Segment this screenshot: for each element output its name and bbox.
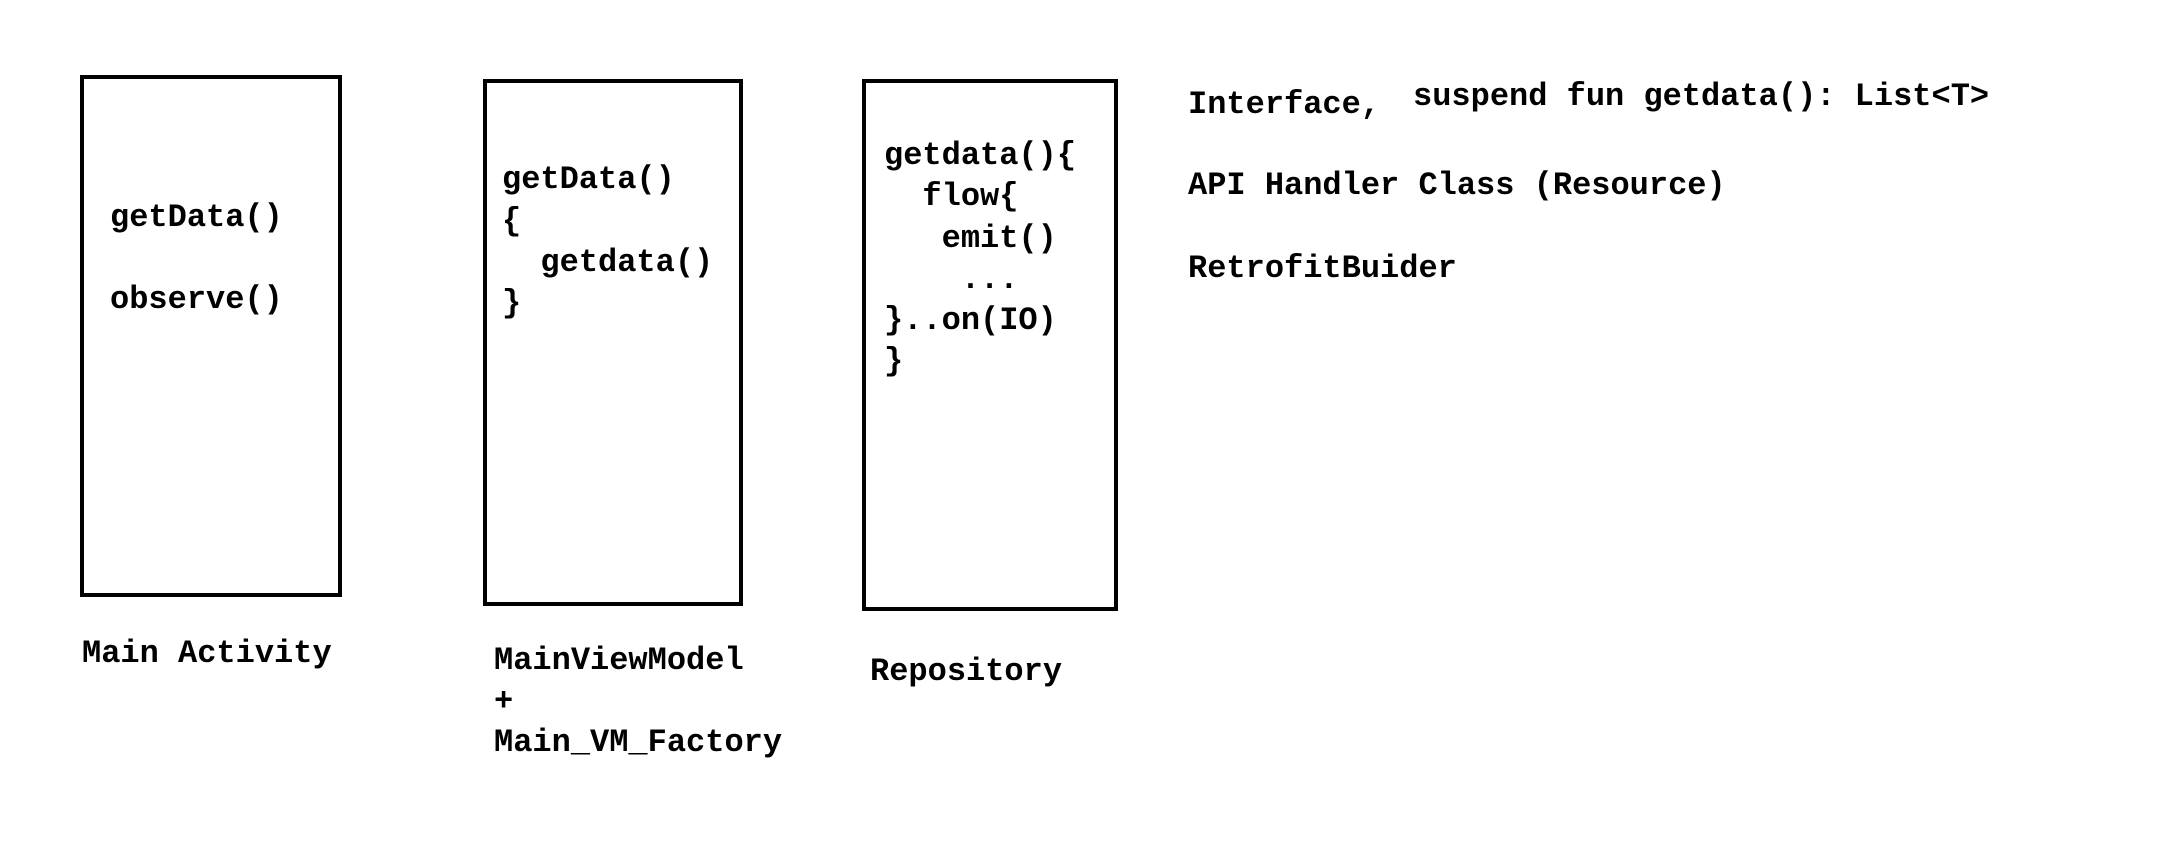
repository-box: [862, 79, 1118, 611]
main-activity-observe-call: observe(): [110, 281, 283, 318]
main-activity-box: [80, 75, 342, 597]
repository-flow-on-io: }..on(IO): [884, 302, 1057, 339]
repository-emit-call: emit(): [884, 220, 1057, 257]
repository-ellipsis: ...: [884, 261, 1019, 298]
interface-signature-note: suspend fun getdata(): List<T>: [1413, 78, 1990, 115]
retrofit-builder-note: RetrofitBuider: [1188, 250, 1457, 287]
view-model-close-brace: }: [502, 285, 522, 322]
view-model-getdata-call: getdata(): [502, 244, 714, 281]
api-handler-note: API Handler Class (Resource): [1188, 167, 1726, 204]
view-model-getdata-decl: getData(): [502, 161, 675, 198]
repository-getdata-decl: getdata(){: [884, 137, 1077, 174]
repository-label: Repository: [870, 653, 1063, 690]
view-model-label-line-3: Main_VM_Factory: [494, 724, 783, 761]
repository-close-brace: }: [884, 343, 904, 380]
main-view-model-box: [483, 79, 743, 606]
view-model-open-brace: {: [502, 203, 522, 240]
main-activity-getdata-call: getData(): [110, 199, 283, 236]
repository-flow-open: flow{: [884, 178, 1019, 215]
main-activity-label: Main Activity: [82, 635, 332, 672]
view-model-label-line-1: MainViewModel: [494, 642, 744, 679]
interface-prefix-note: Interface,: [1188, 86, 1381, 123]
view-model-label-line-2: +: [494, 683, 514, 720]
